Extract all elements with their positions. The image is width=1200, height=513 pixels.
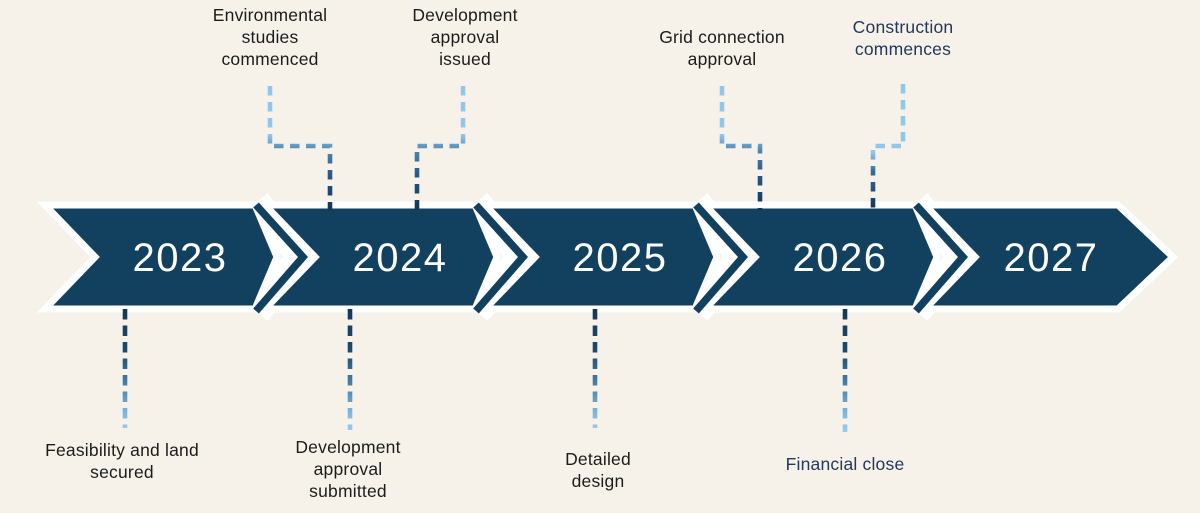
arrow-2027 [916, 201, 1179, 313]
connector-development-approval-issued [414, 86, 466, 211]
connector-environmental-studies [267, 86, 333, 211]
junction-chevron [693, 202, 749, 314]
junction-chevron [473, 202, 529, 314]
milestone-development-approval-submitted: Development approval submitted [295, 437, 401, 501]
year-label: 2023 [133, 236, 228, 280]
milestone-feasibility: Feasibility and land secured [45, 440, 199, 482]
milestone-financial-close: Financial close [785, 454, 905, 474]
connector-construction-commences [870, 84, 906, 211]
milestone-environmental-studies: Environmental studies commenced [212, 5, 328, 69]
milestone-construction-commences: Construction commences [852, 17, 954, 59]
connector-grid-connection [719, 86, 763, 211]
junction-chevron [253, 202, 309, 314]
milestone-grid-connection: Grid connection approval [659, 27, 785, 69]
milestone-development-approval-issued: Development approval issued [412, 5, 518, 69]
year-label: 2026 [793, 236, 888, 280]
junction-chevron [913, 202, 969, 314]
milestone-detailed-design: Detailed design [565, 449, 631, 491]
year-label: 2024 [353, 236, 448, 280]
year-label: 2025 [573, 236, 668, 280]
year-label: 2027 [1004, 236, 1099, 280]
